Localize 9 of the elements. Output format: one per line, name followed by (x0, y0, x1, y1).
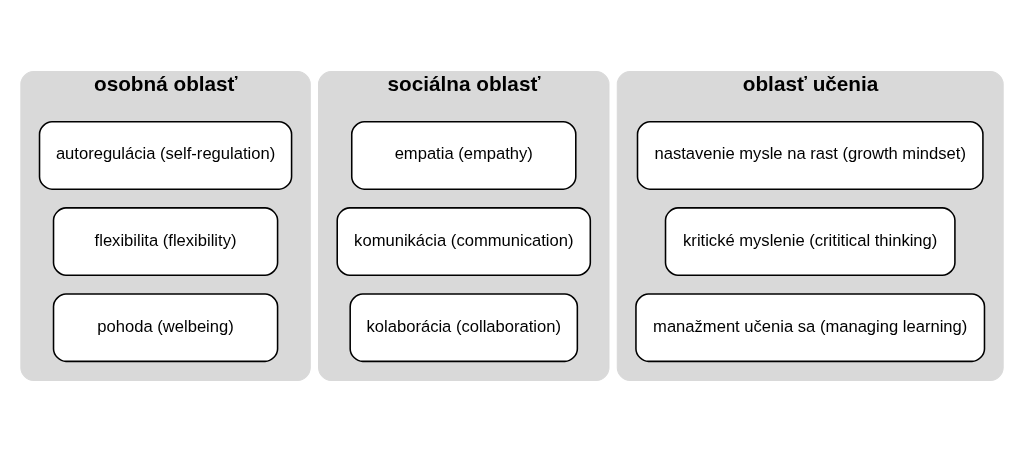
node-box: nastavenie mysle na rast (growth mindset) (636, 120, 984, 190)
node-box: flexibilita (flexibility) (52, 207, 279, 277)
node-box: kolaborácia (collaboration) (349, 293, 579, 363)
node-box: manažment učenia sa (managing learning) (635, 293, 986, 363)
node-box: pohoda (welbeing) (52, 293, 279, 363)
node-box: autoregulácia (self-regulation) (38, 120, 293, 190)
node-box: kritické myslenie (crititical thinking) (664, 207, 956, 277)
node-box: komunikácia (communication) (336, 207, 592, 277)
node-box: empatia (empathy) (350, 120, 577, 190)
